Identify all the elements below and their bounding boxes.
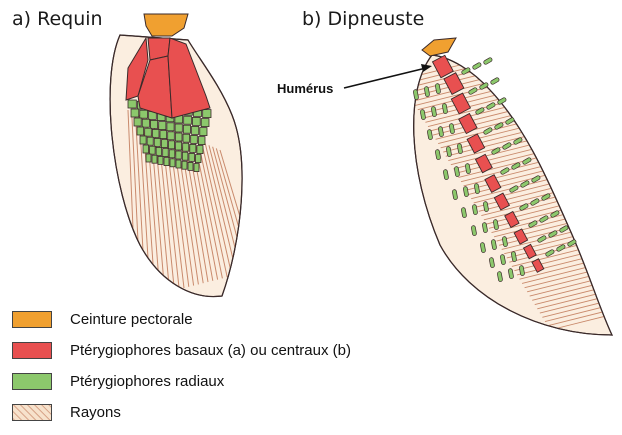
shark-radial-segment <box>190 144 196 152</box>
shark-radial-segment <box>183 125 190 133</box>
shark-radial-segment <box>188 162 193 170</box>
shark-radial-segment <box>150 120 157 128</box>
lungfish-radial-segment <box>490 77 500 85</box>
shark-radial-segment <box>183 134 190 142</box>
shark-radial-segment <box>192 117 200 125</box>
shark-radial-segment <box>170 159 175 167</box>
shark-radial-segment <box>134 118 141 126</box>
shark-radial-segment <box>176 151 182 159</box>
legend-item-rays: Rayons <box>12 398 351 426</box>
shark-radial-segment <box>192 126 199 134</box>
shark-radial-segment <box>161 140 167 148</box>
shark-radial-segment <box>169 150 175 158</box>
shark-radial-segment <box>168 132 175 140</box>
legend-item-girdle: Ceinture pectorale <box>12 305 351 333</box>
shark-radial-segment <box>182 152 188 160</box>
shark-radial-segment <box>156 147 162 155</box>
shark-radial-segment <box>163 149 169 157</box>
legend-swatch-radial <box>12 373 52 390</box>
shark-radial-segment <box>140 110 148 118</box>
shark-radial-segment <box>147 137 153 145</box>
legend-swatch-girdle <box>12 311 52 328</box>
shark-radial-segment <box>137 127 144 135</box>
shark-radial-segment <box>200 128 207 136</box>
shark-radial-segment <box>176 160 181 168</box>
shark-radial-segment <box>160 131 167 139</box>
shark-radial-segment <box>142 119 149 127</box>
shark-radial-segment <box>128 100 136 108</box>
shark-radial-segment <box>152 155 157 163</box>
shark-radial-segment <box>145 128 152 136</box>
panel-b-title: b) Dipneuste <box>302 8 424 30</box>
shark-radial-segment <box>194 164 199 172</box>
lungfish-radial-segment <box>483 57 493 65</box>
shark-radial-segment <box>195 155 201 163</box>
shark-radial-segment <box>176 142 182 150</box>
shark-fin <box>110 14 256 300</box>
legend-item-basal: Ptérygiophores basaux (a) ou centraux (b… <box>12 336 351 364</box>
shark-radial-segment <box>131 109 139 117</box>
shark-radial-segment <box>152 129 159 137</box>
shark-radial-segment <box>175 133 182 141</box>
humerus-label: Humérus <box>277 81 333 96</box>
shark-radial-segment <box>197 146 203 154</box>
shark-radial-segment <box>191 135 198 143</box>
lungfish-radial-segment <box>472 62 482 70</box>
shark-radial-segment <box>175 124 182 132</box>
shark-radial-segment <box>140 136 146 144</box>
legend-label-radial: Ptérygiophores radiaux <box>70 373 224 390</box>
shark-radial-segment <box>167 123 174 131</box>
shark-radial-segment <box>158 156 163 164</box>
shark-radial-segment <box>168 141 174 149</box>
shark-pectoral-girdle <box>144 14 188 36</box>
legend-item-radial: Ptérygiophores radiaux <box>12 367 351 395</box>
shark-radial-segment <box>150 146 156 154</box>
shark-radial-segment <box>183 143 189 151</box>
lungfish-pectoral-girdle <box>422 38 456 56</box>
shark-radial-segment <box>198 137 205 145</box>
lungfish-fin <box>344 38 622 335</box>
shark-radial-segment <box>201 119 209 127</box>
shark-radial-segment <box>184 116 192 124</box>
shark-radial-segment <box>154 138 160 146</box>
shark-radial-segment <box>189 153 195 161</box>
shark-radial-segment <box>203 110 211 118</box>
legend-swatch-basal <box>12 342 52 359</box>
legend-swatch-rays <box>12 404 52 421</box>
panel-a-title: a) Requin <box>12 8 103 30</box>
humerus-pointer-line <box>344 68 426 88</box>
legend-label-basal: Ptérygiophores basaux (a) ou centraux (b… <box>70 342 351 359</box>
legend: Ceinture pectorale Ptérygiophores basaux… <box>12 305 351 429</box>
shark-radial-segment <box>164 158 169 166</box>
legend-label-girdle: Ceinture pectorale <box>70 311 193 328</box>
shark-radial-segment <box>182 161 187 169</box>
shark-radial-segment <box>159 122 166 130</box>
shark-radial-segment <box>146 154 151 162</box>
legend-label-rays: Rayons <box>70 404 121 421</box>
shark-radial-segment <box>143 145 149 153</box>
